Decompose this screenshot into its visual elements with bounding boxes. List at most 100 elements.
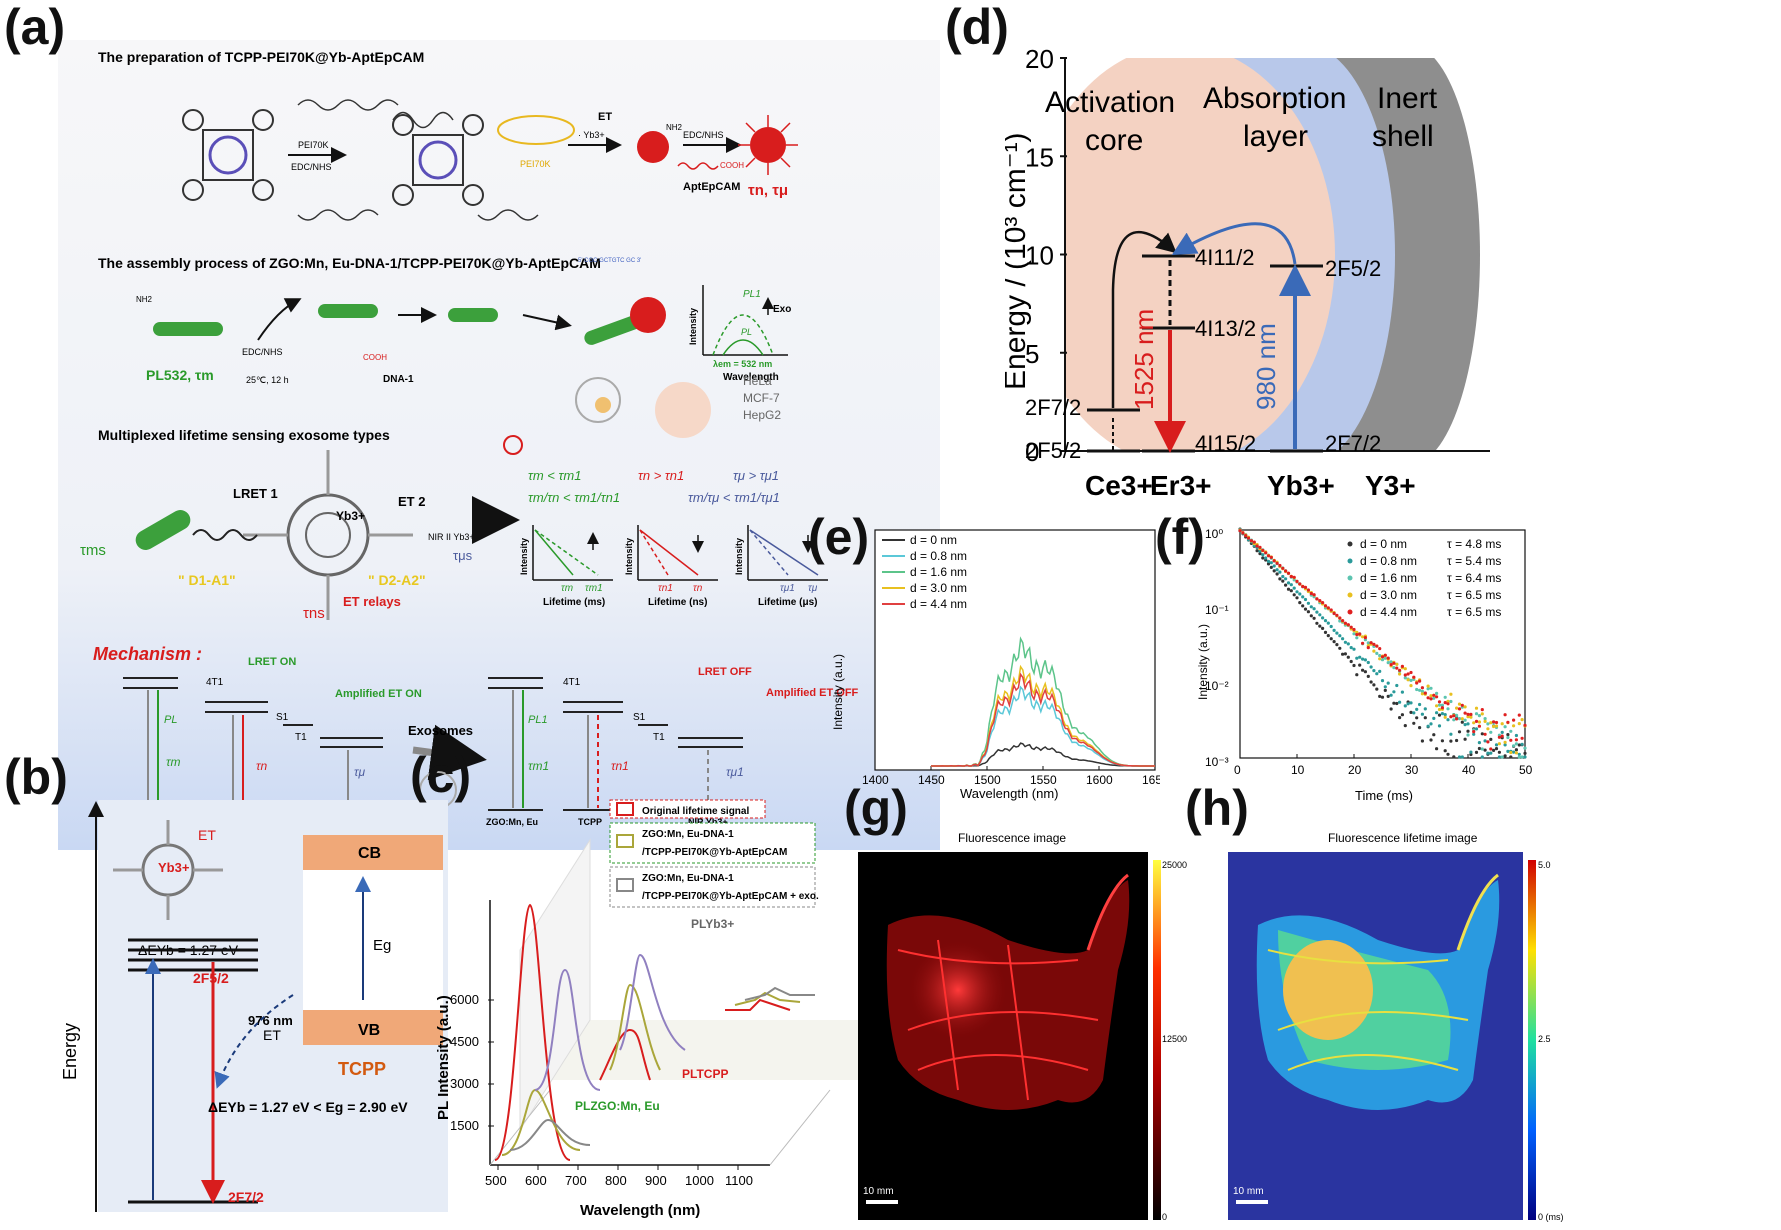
f-point xyxy=(1384,654,1387,657)
f-point xyxy=(1310,605,1313,608)
f-point xyxy=(1367,675,1370,678)
f-point xyxy=(1247,537,1250,540)
f-point xyxy=(1441,739,1444,742)
f-point xyxy=(1458,755,1461,758)
f-point xyxy=(1486,740,1489,743)
f-point xyxy=(1364,658,1367,661)
f-point xyxy=(1278,564,1281,567)
e-legend-item: d = 4.4 nm xyxy=(910,597,967,611)
f-point xyxy=(1515,742,1518,745)
f-point xyxy=(1432,717,1435,720)
nh2-label: NH2 xyxy=(666,123,683,132)
c-xtick: 800 xyxy=(605,1173,627,1188)
f-point xyxy=(1498,736,1501,739)
f-point xyxy=(1287,581,1290,584)
f-point xyxy=(1481,747,1484,750)
f-point xyxy=(1273,569,1276,572)
f-xlabel: Time (ms) xyxy=(1355,788,1413,803)
f-point xyxy=(1390,707,1393,710)
i152-label: 4I15/2 xyxy=(1195,431,1256,456)
svg-text:τμ1: τμ1 xyxy=(780,583,795,594)
f-point xyxy=(1387,682,1390,685)
svg-text:τm1: τm1 xyxy=(528,759,549,773)
e-xtick: 1550 xyxy=(1030,773,1057,787)
hela-label: HeLa xyxy=(743,374,772,388)
f-point xyxy=(1398,716,1401,719)
heading-preparation: The preparation of TCPP-PEI70K@Yb-AptEpC… xyxy=(98,49,424,65)
f-point xyxy=(1352,648,1355,651)
f-point xyxy=(1455,714,1458,717)
tcpp-label-b: TCPP xyxy=(338,1059,386,1079)
f-point xyxy=(1452,718,1455,721)
f-point xyxy=(1446,702,1449,705)
f-point xyxy=(1495,721,1498,724)
f-point xyxy=(1421,692,1424,695)
f-point xyxy=(1304,598,1307,601)
f-point xyxy=(1466,733,1469,736)
f-point xyxy=(1418,703,1421,706)
f-point xyxy=(1518,743,1521,746)
f-point xyxy=(1358,664,1361,667)
f52-ce-label: 2F5/2 xyxy=(1025,438,1081,463)
f-point xyxy=(1449,740,1452,743)
f-point xyxy=(1464,719,1467,722)
c-xlabel: Wavelength (nm) xyxy=(580,1202,700,1219)
e-xtick: 1450 xyxy=(918,773,945,787)
panel-label-h: (h) xyxy=(1185,783,1249,833)
f-point xyxy=(1498,751,1501,754)
f-point xyxy=(1347,623,1350,626)
f-point xyxy=(1438,708,1441,711)
d-ytick: 20 xyxy=(1025,44,1054,74)
nanoparticle-functionalized xyxy=(738,115,798,175)
f-point xyxy=(1452,755,1455,758)
f-point xyxy=(1458,717,1461,720)
f-point xyxy=(1506,733,1509,736)
mcf-label: MCF-7 xyxy=(743,391,780,405)
f-point xyxy=(1341,637,1344,640)
f-point xyxy=(1435,695,1438,698)
f-point xyxy=(1392,666,1395,669)
f-point xyxy=(1464,705,1467,708)
f-point xyxy=(1390,660,1393,663)
f-point xyxy=(1429,694,1432,697)
svg-text:Intensity: Intensity xyxy=(734,538,744,575)
f-point xyxy=(1378,670,1381,673)
nir-yb-label: NIR II Yb3+ xyxy=(428,532,475,542)
svg-text:τμ: τμ xyxy=(808,583,818,594)
porphyrin-molecule-2 xyxy=(298,100,538,220)
f-point xyxy=(1270,566,1273,569)
i132-label: 4I13/2 xyxy=(1195,316,1256,341)
f-ytick: 10⁻² xyxy=(1205,679,1229,693)
f-point xyxy=(1512,719,1515,722)
f-point xyxy=(1475,707,1478,710)
f-point xyxy=(1418,689,1421,692)
f-point xyxy=(1333,629,1336,632)
f-point xyxy=(1521,743,1524,746)
f-point xyxy=(1387,695,1390,698)
f-point xyxy=(1446,718,1449,721)
yb3-central: Yb3+ xyxy=(336,509,365,523)
f-point xyxy=(1438,714,1441,717)
et-relays-label: ET relays xyxy=(343,594,401,609)
svg-text:Intensity: Intensity xyxy=(624,538,634,575)
f-point xyxy=(1421,739,1424,742)
inert-label: Inert xyxy=(1377,82,1438,115)
f-point xyxy=(1432,697,1435,700)
yb-ion-label: · Yb3+ xyxy=(578,130,605,140)
f-point xyxy=(1315,622,1318,625)
f-point xyxy=(1412,722,1415,725)
f-point xyxy=(1501,731,1504,734)
f-point xyxy=(1293,593,1296,596)
f-point xyxy=(1284,569,1287,572)
g-scale: 10 mm xyxy=(863,1186,894,1197)
et-label-b2: ET xyxy=(263,1027,281,1043)
f-point xyxy=(1284,584,1287,587)
f-point xyxy=(1250,539,1253,542)
f-point xyxy=(1333,612,1336,615)
f-point xyxy=(1495,747,1498,750)
zgo-rod-central xyxy=(132,506,194,553)
f-point xyxy=(1441,706,1444,709)
f-point xyxy=(1298,592,1301,595)
f-point xyxy=(1270,556,1273,559)
f-point xyxy=(1458,707,1461,710)
